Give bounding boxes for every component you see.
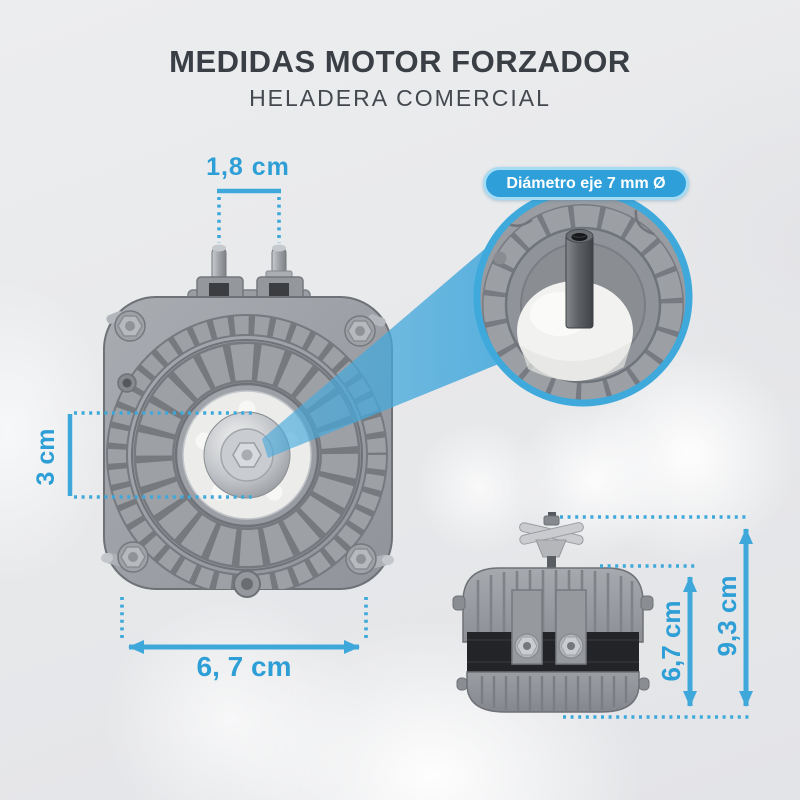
stator-band — [467, 632, 639, 672]
mounting-post-right — [555, 589, 587, 665]
corner-bolt-top-right — [344, 314, 386, 347]
dim-side-height-lines — [560, 515, 753, 719]
dimension-lines — [67, 188, 753, 719]
motor-shaft — [565, 229, 594, 329]
page-title: MEDIDAS MOTOR FORZADOR — [169, 44, 631, 79]
dim-label-terminal-spacing: 1,8 cm — [206, 153, 290, 181]
dim-front-width-arrow — [120, 597, 368, 654]
dim-label-hub-diameter: 3 cm — [32, 428, 60, 486]
dim-label-side-body-height: 6,7 cm — [656, 600, 686, 682]
corner-bolt-bottom-left — [101, 541, 149, 573]
dim-terminal-spacing-lines — [217, 188, 281, 243]
corner-bolt-top-left — [106, 310, 146, 342]
dim-label-front-width: 6, 7 cm — [196, 651, 292, 682]
side-view-photo — [452, 512, 654, 713]
side-motor-top-cap — [462, 567, 644, 643]
detail-view-photo — [473, 187, 693, 407]
mounting-post-left — [511, 589, 543, 665]
page-subtitle: HELADERA COMERCIAL — [249, 85, 551, 111]
dim-label-side-total-height: 9,3 cm — [712, 575, 742, 657]
corner-bolts — [101, 310, 394, 575]
corner-bolt-bottom-right — [345, 543, 394, 575]
bottom-cap-fins — [480, 676, 628, 711]
shaft-diameter-badge: Diámetro eje 7 mm Ø — [483, 167, 689, 200]
callout-wedge — [262, 247, 501, 458]
side-motor-hub — [519, 512, 584, 570]
dim-hub-diameter-lines — [67, 411, 254, 499]
front-motor-hub — [182, 390, 312, 520]
front-view-photo — [101, 244, 394, 598]
